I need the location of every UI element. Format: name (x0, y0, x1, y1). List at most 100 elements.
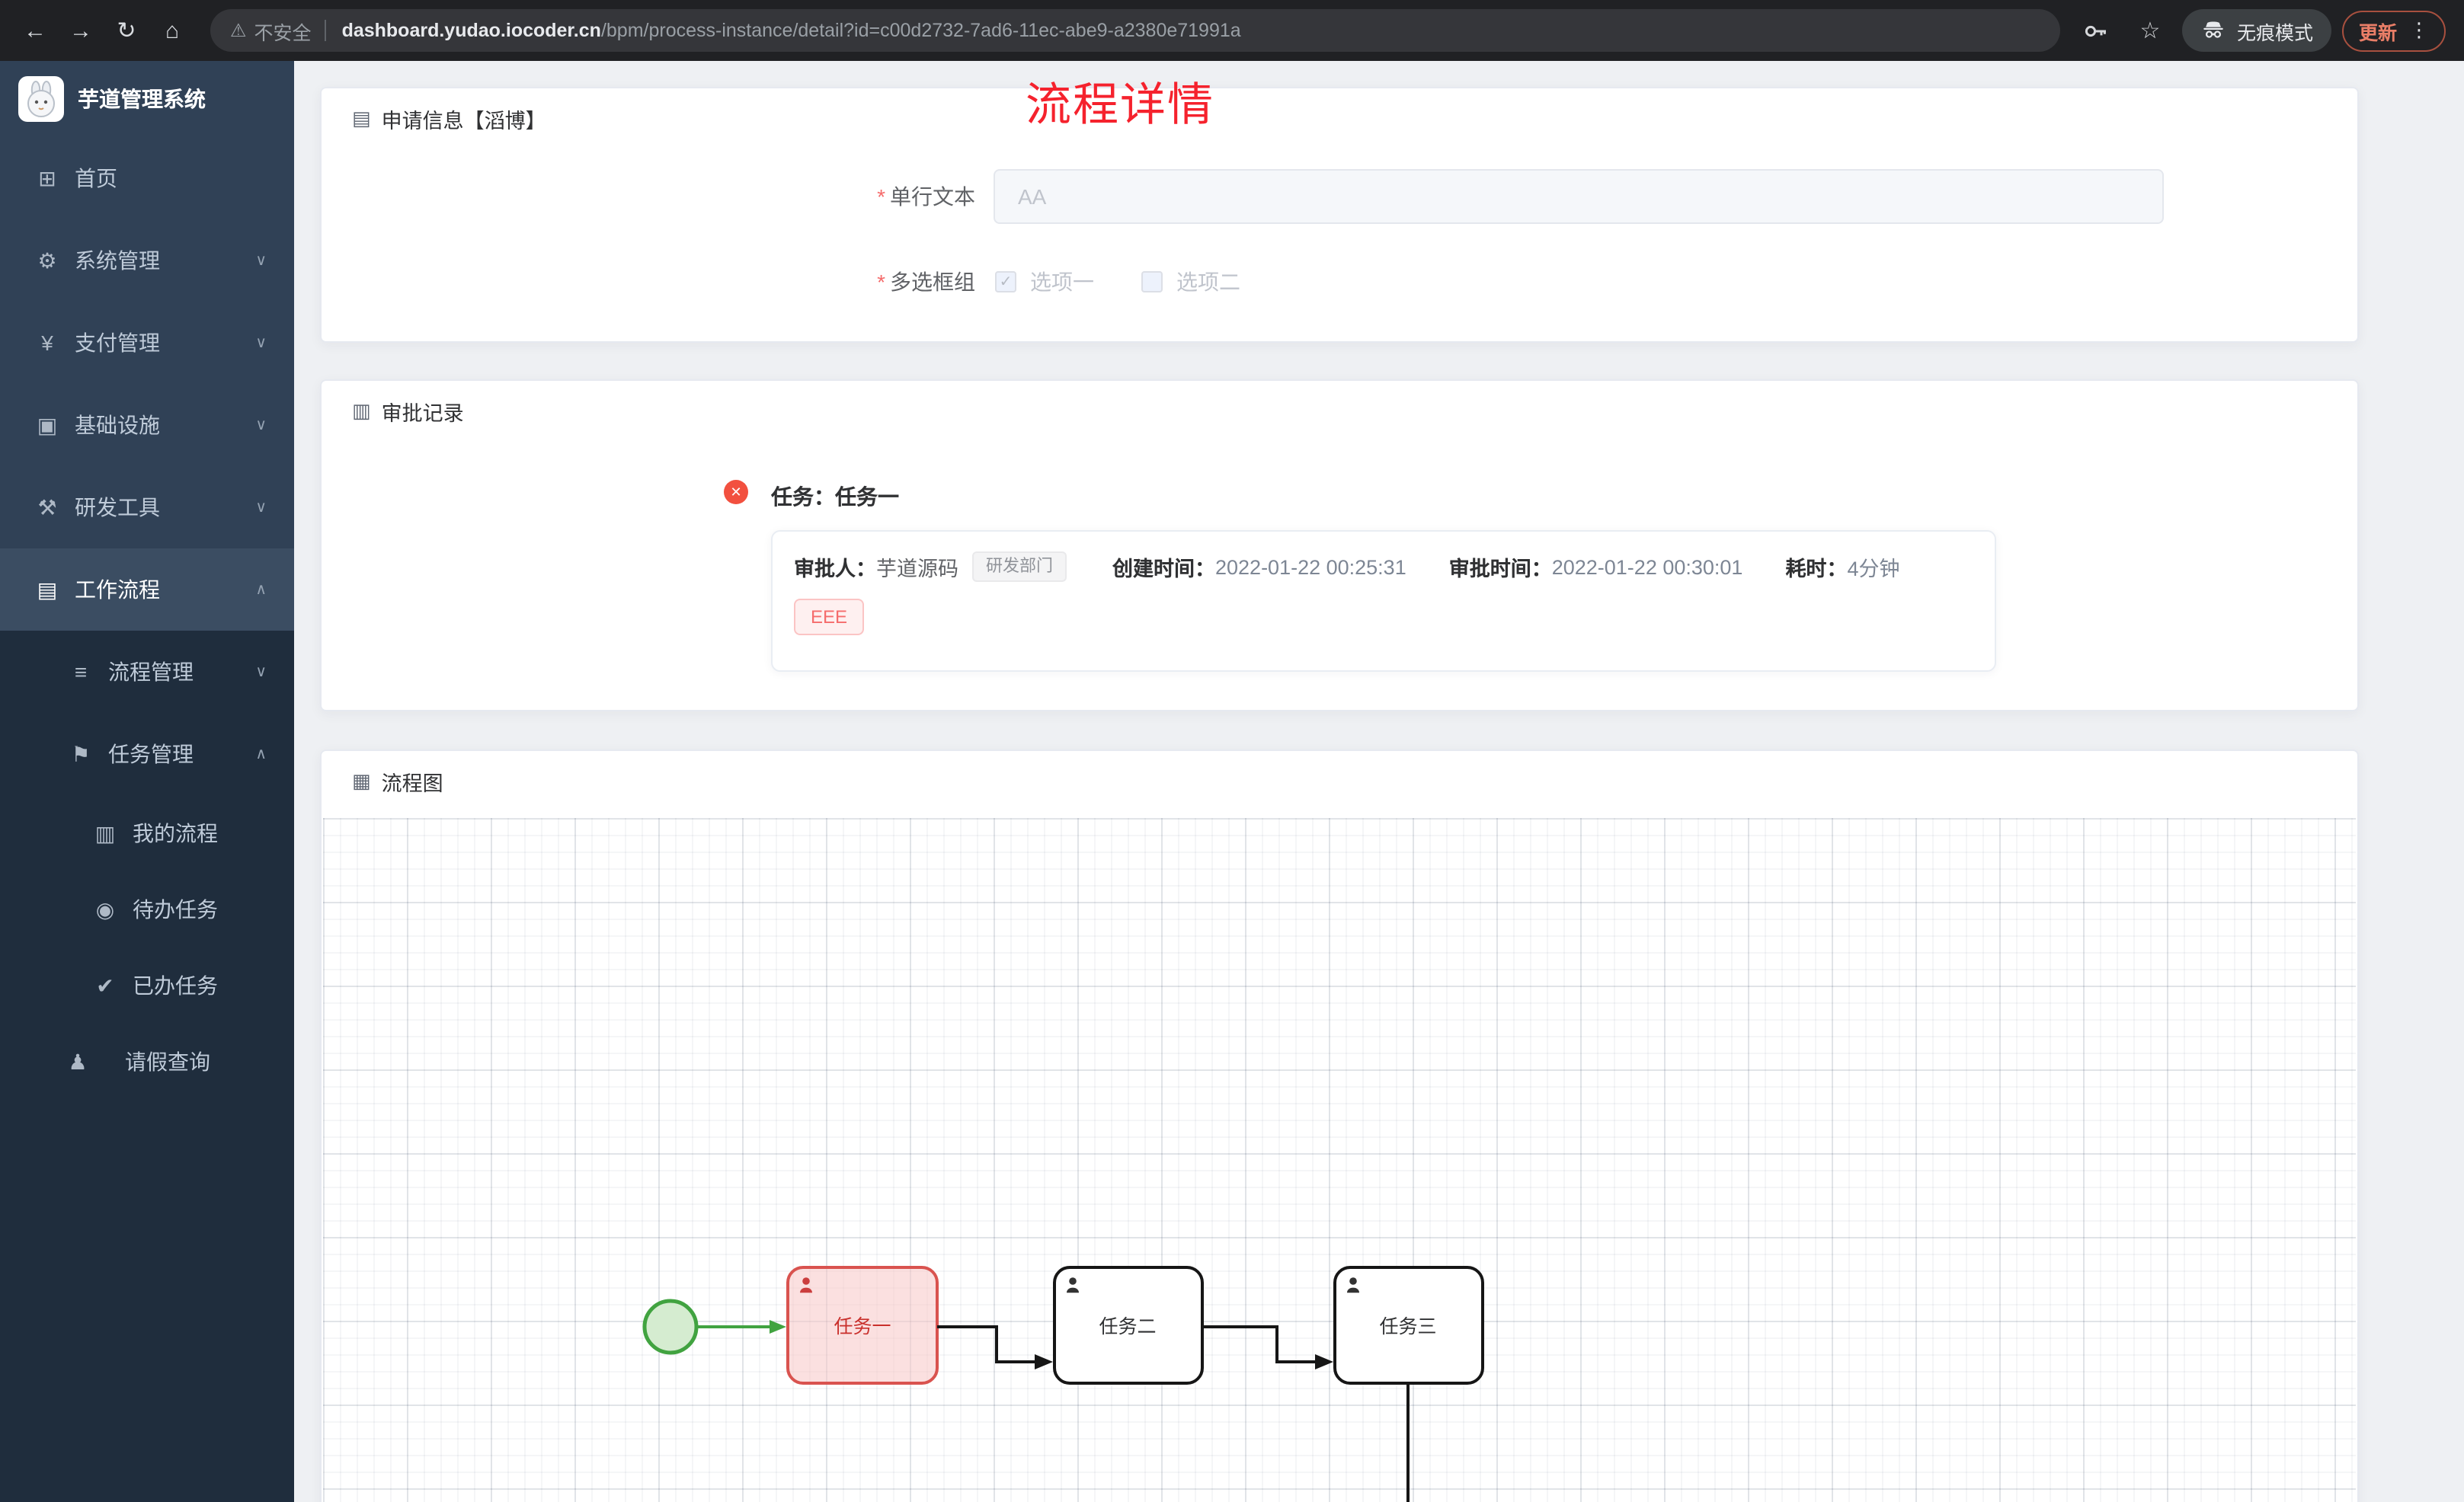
created-time-value: 2022-01-22 00:25:31 (1215, 555, 1406, 578)
sidebar-item-label: 流程管理 (108, 660, 194, 684)
sidebar-item-label: 待办任务 (133, 897, 218, 922)
department-tag: 研发部门 (972, 551, 1067, 582)
warning-icon: ⚠ (230, 20, 247, 41)
flag-icon: ⚑ (71, 741, 91, 765)
sidebar-item-label: 任务管理 (108, 742, 194, 766)
approver-label: 审批人： (794, 558, 876, 580)
sidebar-item-label: 工作流程 (75, 577, 160, 602)
approval-detail-row: 审批人： 芋道源码 研发部门 创建时间： 2022-01-22 00:25:31… (794, 551, 1973, 582)
sidebar-item-label: 请假查询 (125, 1050, 210, 1074)
card-title: 审批记录 (381, 402, 464, 425)
eye-icon: ◉ (95, 896, 115, 921)
chevron-down-icon: ∨ (255, 252, 267, 269)
task-node-1[interactable]: 任务一 (786, 1266, 939, 1385)
approval-task-title: 任务：任务一 (771, 484, 899, 509)
chevron-down-icon: ∨ (255, 499, 267, 516)
key-icon[interactable] (2075, 9, 2118, 52)
user-task-icon (800, 1277, 812, 1293)
card-title: 流程图 (381, 772, 443, 795)
checkbox-group: ✓ 选项一 选项二 (995, 260, 1240, 303)
home-button[interactable]: ⌂ (165, 18, 180, 43)
required-mark: * (877, 184, 885, 209)
sidebar-item-system-management[interactable]: ⚙ 系统管理 ∨ (0, 219, 294, 302)
sidebar-item-leave-query[interactable]: ♟ 请假查询 (0, 1024, 294, 1100)
sidebar-item-done-tasks[interactable]: ✔ 已办任务 (0, 948, 294, 1024)
app-logo: 芋道管理系统 (0, 61, 294, 137)
sidebar-item-dev-tools[interactable]: ⚒ 研发工具 ∨ (0, 466, 294, 548)
checkbox-option1[interactable]: ✓ (995, 271, 1016, 292)
divider (325, 20, 327, 41)
security-label: 不安全 (254, 22, 312, 43)
forward-button[interactable]: → (69, 18, 92, 43)
field-label-text: 单行文本 (890, 184, 975, 209)
card-header: ▦ 流程图 (322, 751, 2357, 812)
task-node-3[interactable]: 任务三 (1333, 1266, 1484, 1385)
briefcase-icon: ▤ (37, 577, 58, 601)
chevron-down-icon: ∨ (255, 417, 267, 433)
checkbox-option2[interactable] (1141, 271, 1163, 292)
approved-time-value: 2022-01-22 00:30:01 (1551, 555, 1743, 578)
incognito-label: 无痕模式 (2236, 22, 2313, 43)
card-approval-records: ▥ 审批记录 ✕ 任务：任务一 审批人： 芋道源码 研发部门 创建时间： 202… (320, 379, 2359, 711)
task-label: 任务三 (1379, 1316, 1436, 1337)
sidebar-item-process-management[interactable]: ≡ 流程管理 ∨ (0, 631, 294, 713)
sequence-flow-task2-to-task3 (1202, 1325, 1333, 1369)
back-button[interactable]: ← (24, 18, 46, 43)
start-event-node[interactable] (642, 1299, 699, 1355)
url-domain: dashboard.yudao.iocoder.cn (341, 20, 601, 41)
checkbox-option2-label: 选项二 (1176, 270, 1240, 294)
incognito-icon (2200, 15, 2226, 46)
tools-icon: ⚒ (37, 494, 57, 519)
url-bar[interactable]: ⚠ 不安全 dashboard.yudao.iocoder.cn /bpm/pr… (210, 9, 2060, 52)
user-task-icon (1347, 1277, 1359, 1293)
task-label: 任务一 (834, 1316, 891, 1337)
bookmark-star-icon[interactable]: ☆ (2139, 18, 2161, 44)
chevron-down-icon: ∨ (255, 663, 267, 680)
checkbox-option1-label: 选项一 (1030, 270, 1094, 294)
approved-time-label: 审批时间： (1448, 558, 1552, 580)
sidebar-item-infrastructure[interactable]: ▣ 基础设施 ∨ (0, 384, 294, 466)
sequence-flow-start-to-task1 (698, 1320, 786, 1334)
card-process-diagram: ▦ 流程图 (320, 749, 2359, 1502)
logo-image (18, 76, 64, 122)
record-icon: ▥ (352, 399, 371, 422)
bpmn-diagram: 任务一 任务二 (642, 1266, 1484, 1502)
gear-icon: ⚙ (37, 248, 57, 272)
required-mark: * (877, 270, 885, 294)
sidebar-item-task-management[interactable]: ⚑ 任务管理 ∧ (0, 713, 294, 795)
duration-label: 耗时： (1785, 558, 1848, 580)
sidebar-item-label: 基础设施 (75, 413, 160, 437)
refresh-button[interactable]: ↻ (117, 18, 136, 44)
sidebar-item-todo-tasks[interactable]: ◉ 待办任务 (0, 871, 294, 948)
sidebar-item-payment-management[interactable]: ¥ 支付管理 ∨ (0, 302, 294, 384)
task-node-2[interactable]: 任务二 (1053, 1266, 1204, 1385)
toolbar-right-cluster: ☆ 无痕模式 更新 ⋮ (2075, 9, 2452, 52)
single-line-text-input[interactable] (994, 169, 2164, 224)
sidebar-item-my-process[interactable]: ▥ 我的流程 (0, 795, 294, 871)
workflow-submenu: ≡ 流程管理 ∨ ⚑ 任务管理 ∧ ▥ 我的流程 ◉ 待办任务 ✔ 已办任务 (0, 631, 294, 1502)
sidebar-item-workflow[interactable]: ▤ 工作流程 ∧ (0, 548, 294, 631)
user-task-icon (1067, 1277, 1079, 1293)
bpmn-canvas[interactable]: 任务一 任务二 (323, 818, 2356, 1502)
chevron-down-icon: ∨ (255, 334, 267, 351)
comment-tag: EEE (794, 599, 865, 635)
error-status-icon: ✕ (724, 480, 748, 504)
update-button[interactable]: 更新 ⋮ (2341, 10, 2446, 51)
list-icon: ≡ (74, 660, 88, 684)
browser-menu-icon[interactable]: ⋮ (2409, 18, 2429, 41)
field-label-checkbox-group: *多选框组 (877, 260, 975, 303)
sequence-flow-task1-to-task2 (937, 1325, 1053, 1369)
task-label: 任务二 (1099, 1316, 1156, 1337)
url-path: /bpm/process-instance/detail?id=c00d2732… (600, 20, 1241, 41)
field-label-text: 多选框组 (890, 270, 975, 294)
sidebar-item-label: 我的流程 (133, 821, 218, 845)
card-title: 申请信息【滔博】 (381, 110, 546, 133)
duration-value: 4分钟 (1847, 558, 1900, 580)
sidebar: 芋道管理系统 ⊞ 首页 ⚙ 系统管理 ∨ ¥ 支付管理 ∨ ▣ 基础设施 ∨ ⚒… (0, 61, 294, 1502)
update-label: 更新 (2358, 22, 2397, 43)
server-icon: ▣ (37, 412, 58, 436)
card-header: ▤ 申请信息【滔博】 (322, 88, 2357, 149)
sidebar-item-home[interactable]: ⊞ 首页 (0, 137, 294, 219)
check-icon: ✔ (96, 973, 114, 997)
browser-toolbar: ← → ↻ ⌂ ⚠ 不安全 dashboard.yudao.iocoder.cn… (0, 0, 2464, 61)
